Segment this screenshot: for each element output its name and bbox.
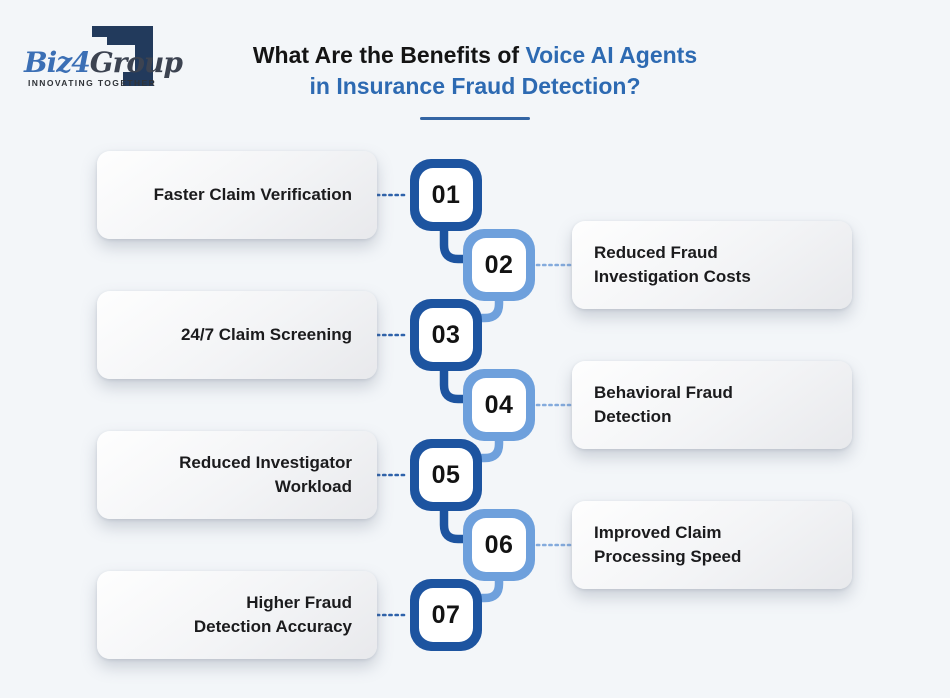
benefit-label-4: Behavioral Fraud Detection <box>594 383 733 426</box>
brand-logo-bracket-icon <box>92 26 153 86</box>
step-badge-5: 05 <box>410 439 482 511</box>
step-badge-7-inner: 07 <box>419 588 473 642</box>
brand-logo: Biz4Group INNOVATING TOGETHER <box>18 16 188 112</box>
benefit-label-7: Higher Fraud Detection Accuracy <box>193 593 352 636</box>
benefit-card-3: 24/7 Claim Screening <box>97 291 377 379</box>
connector-curve-3-4 <box>439 335 500 404</box>
connector-curve-5-6 <box>439 475 500 544</box>
step-badge-4-inner: 04 <box>472 378 526 432</box>
step-number-7: 07 <box>431 600 461 629</box>
brand-name: Biz4Group <box>24 46 183 79</box>
step-badge-6-inner: 06 <box>472 518 526 572</box>
brand-tagline: INNOVATING TOGETHER <box>28 78 157 88</box>
step-badge-1: 01 <box>410 159 482 231</box>
connector-curve-6-7 <box>446 545 504 603</box>
brand-name-dark: Group <box>89 46 183 79</box>
step-badge-4: 04 <box>463 369 535 441</box>
step-badge-3-inner: 03 <box>419 308 473 362</box>
benefit-label-5: Reduced Investigator Workload <box>179 453 352 496</box>
title-underline-decoration <box>420 117 530 120</box>
step-badge-3: 03 <box>410 299 482 371</box>
title-prefix: What Are the Benefits of <box>252 42 526 68</box>
benefit-card-6: Improved Claim Processing Speed <box>572 501 852 589</box>
benefit-label-3: 24/7 Claim Screening <box>180 325 352 344</box>
benefit-label-6: Improved Claim Processing Speed <box>594 523 742 566</box>
step-number-6: 06 <box>484 530 514 559</box>
step-number-5: 05 <box>431 460 461 489</box>
step-badge-6: 06 <box>463 509 535 581</box>
connector-curve-4-5 <box>446 405 504 463</box>
step-number-4: 04 <box>484 390 514 419</box>
benefit-card-5: Reduced Investigator Workload <box>97 431 377 519</box>
title-line2: in Insurance Fraud Detection? <box>309 73 641 99</box>
step-badge-2-inner: 02 <box>472 238 526 292</box>
step-badge-5-inner: 05 <box>419 448 473 502</box>
benefit-card-1: Faster Claim Verification <box>97 151 377 239</box>
benefit-card-7: Higher Fraud Detection Accuracy <box>97 571 377 659</box>
step-badge-1-inner: 01 <box>419 168 473 222</box>
title-highlight: Voice AI Agents <box>525 42 698 68</box>
step-number-3: 03 <box>431 320 461 349</box>
step-badge-7: 07 <box>410 579 482 651</box>
benefit-card-4: Behavioral Fraud Detection <box>572 361 852 449</box>
page-title: What Are the Benefits of Voice AI Agents… <box>0 40 950 102</box>
step-number-1: 01 <box>431 180 461 209</box>
connector-curve-2-3 <box>446 265 504 323</box>
benefit-label-1: Faster Claim Verification <box>153 185 352 204</box>
benefit-label-2: Reduced Fraud Investigation Costs <box>594 243 751 286</box>
benefit-card-2: Reduced Fraud Investigation Costs <box>572 221 852 309</box>
step-badge-2: 02 <box>463 229 535 301</box>
brand-name-blue: Biz4 <box>24 46 91 79</box>
step-number-2: 02 <box>484 250 514 279</box>
connector-curve-1-2 <box>439 195 500 264</box>
